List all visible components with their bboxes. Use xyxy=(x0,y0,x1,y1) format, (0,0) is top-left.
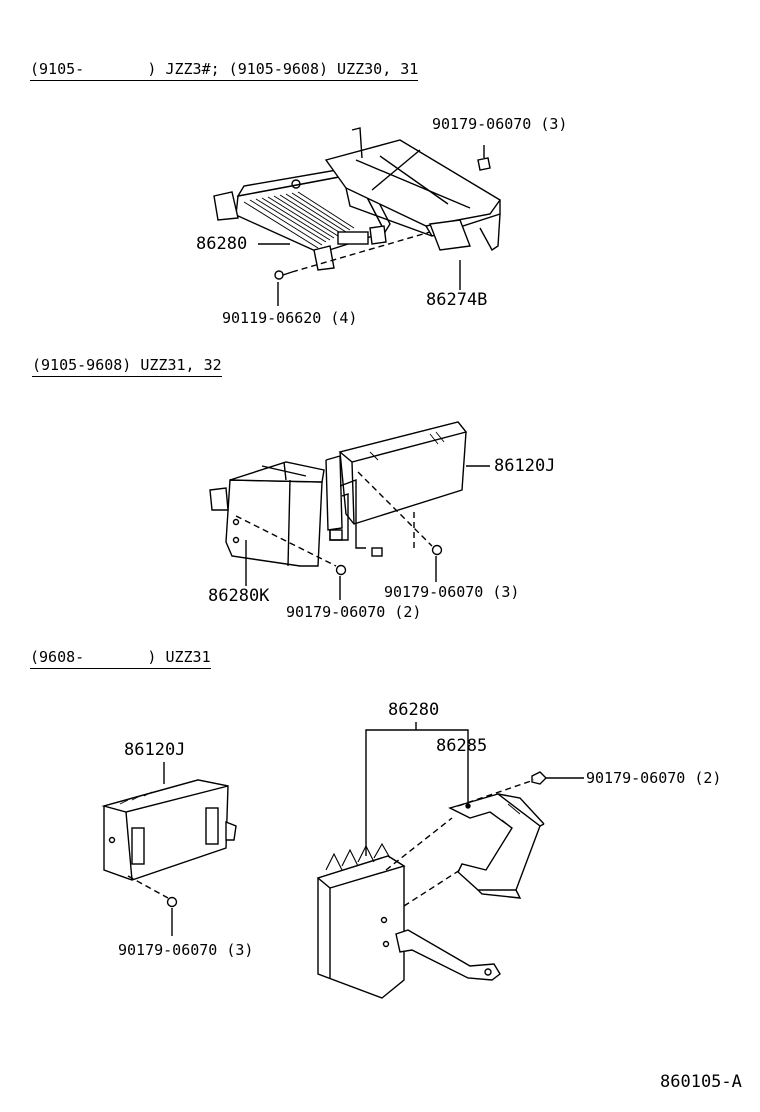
bolt-lower-left-icon xyxy=(166,896,178,908)
unit-lower-left-label: 86120J xyxy=(124,740,186,760)
amp-group-label: 86280 xyxy=(388,700,440,720)
bolt-bottom-label: 90119-06620 (4) xyxy=(222,309,358,327)
amp-label: 86280 xyxy=(196,234,248,254)
section-2-header: (9105-9608) UZZ31, 32 xyxy=(32,356,222,377)
bracket-86285 xyxy=(448,793,545,899)
bracket-86274b xyxy=(324,127,502,252)
bolt-right-icon xyxy=(431,544,443,556)
bolt-left-icon xyxy=(335,564,347,576)
mount-bracket-lower xyxy=(395,929,501,981)
unit-left-label: 86280K xyxy=(208,586,270,606)
bolt-left-label: 90179-06070 (2) xyxy=(286,603,422,621)
bolt-top-label: 90179-06070 (3) xyxy=(432,115,568,133)
unit-86280k xyxy=(209,461,325,567)
bolt-lower-right-label: 90179-06070 (2) xyxy=(586,769,722,787)
diagram-code: 860105-A xyxy=(660,1072,742,1092)
bolt-lower-left-label: 90179-06070 (3) xyxy=(118,941,254,959)
section-1-header: (9105- ) JZZ3#; (9105-9608) UZZ30, 31 xyxy=(30,60,419,81)
bracket-86285-label: 86285 xyxy=(436,736,488,756)
unit-86120j-lower xyxy=(101,779,237,881)
bracket-label: 86274B xyxy=(426,290,488,310)
unit-86120j xyxy=(325,421,468,557)
section-3-header: (9608- ) UZZ31 xyxy=(30,648,211,669)
bolt-right-label: 90179-06070 (3) xyxy=(384,583,520,601)
bolt-top-icon xyxy=(477,157,491,171)
amplifier-86280-lower xyxy=(316,842,406,999)
bolt-lower-right-icon xyxy=(531,771,547,785)
unit-right-label: 86120J xyxy=(494,456,556,476)
